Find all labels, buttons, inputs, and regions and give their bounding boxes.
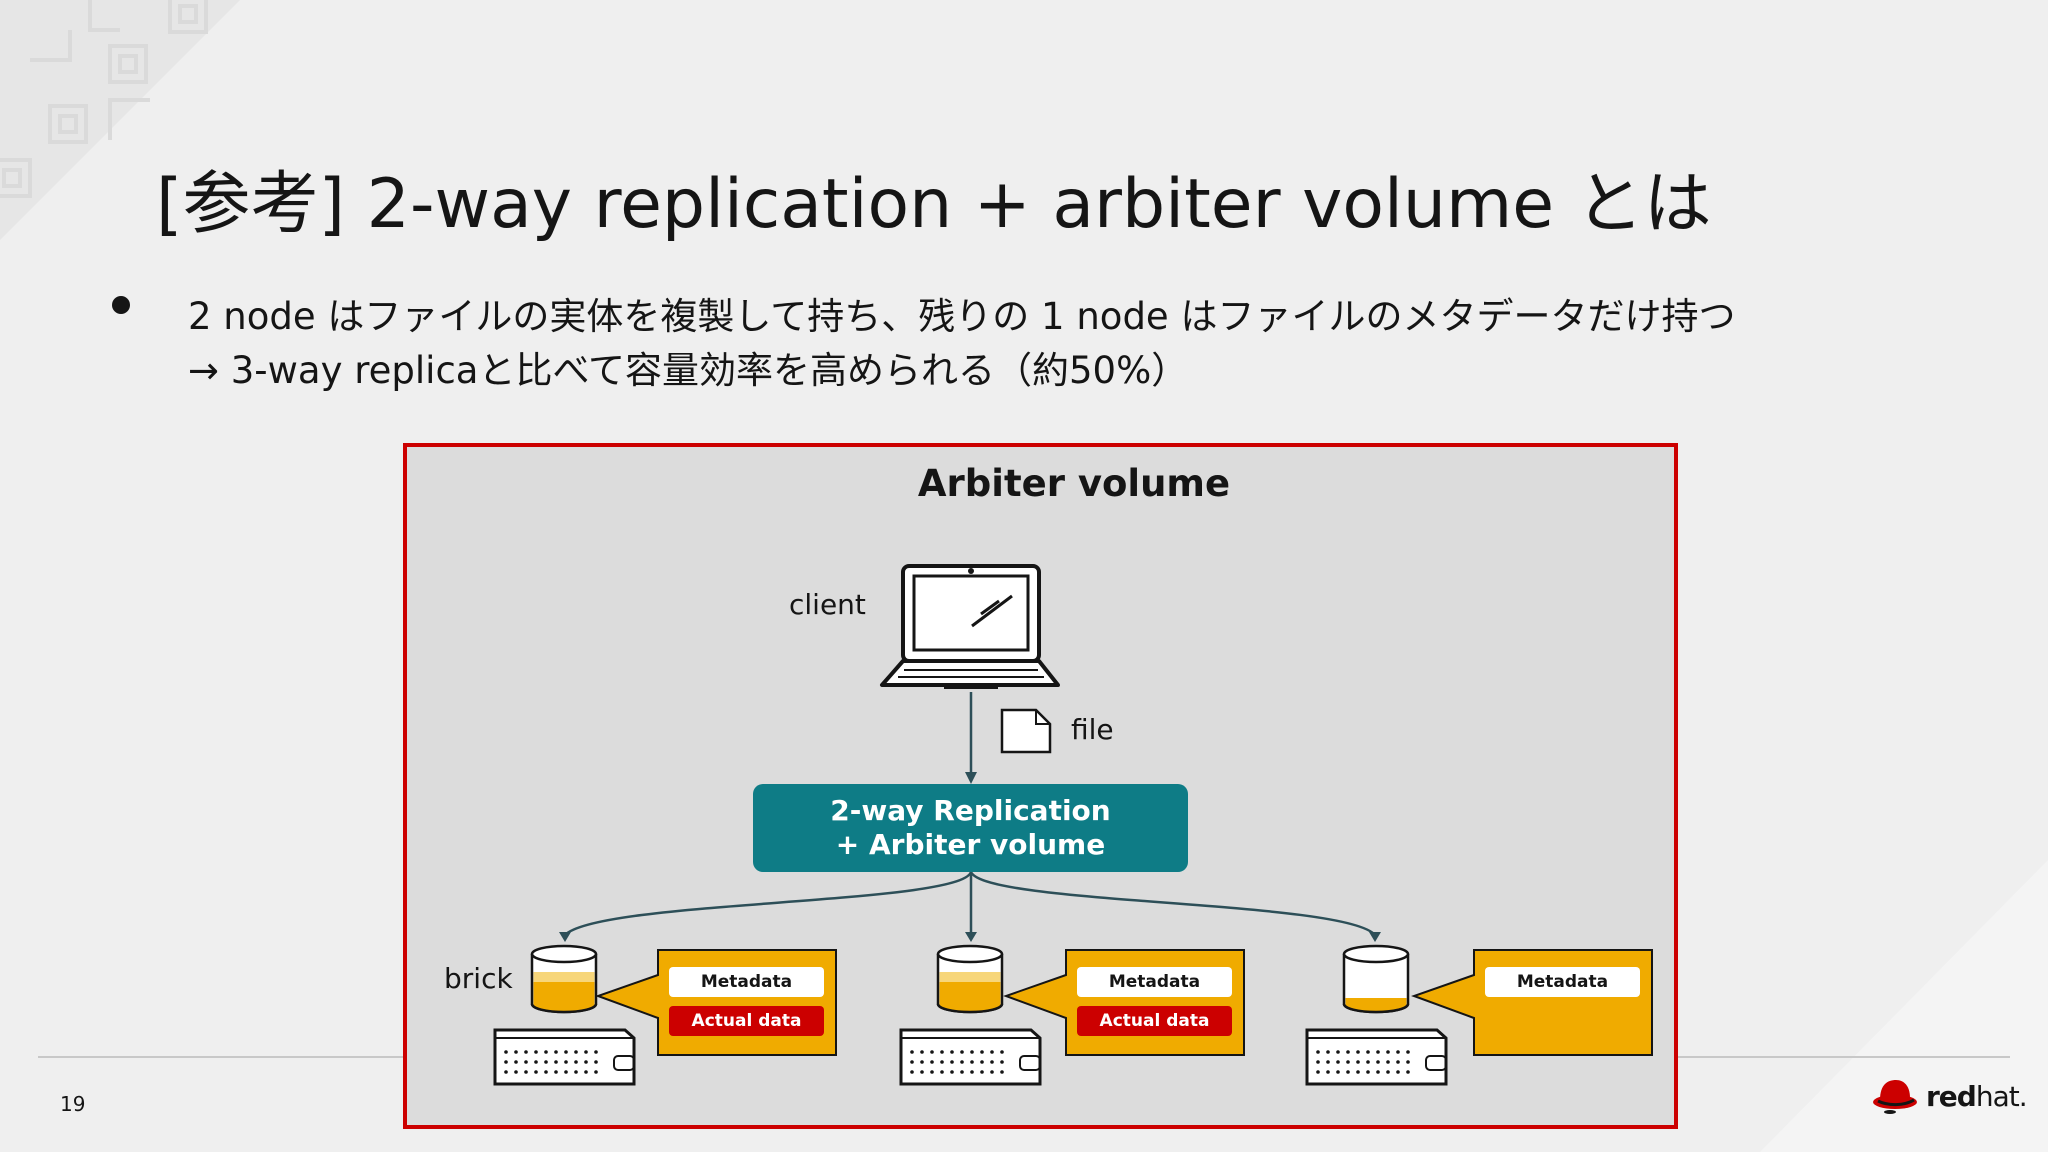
actual-data-label-node2: Actual data xyxy=(1077,1006,1232,1036)
brick-label: brick xyxy=(444,962,513,995)
redhat-logo: redhat. xyxy=(1870,1076,2028,1116)
redhat-shadowman-icon xyxy=(1873,1080,1917,1114)
actual-data-label-node1: Actual data xyxy=(669,1006,824,1036)
metadata-label-node1: Metadata xyxy=(669,967,824,997)
bullet-text-line1: 2 node はファイルの実体を複製して持ち、残りの 1 node はファイルの… xyxy=(188,295,1736,338)
client-label: client xyxy=(789,588,866,621)
file-icon xyxy=(1000,708,1052,754)
metadata-label-node3: Metadata xyxy=(1485,967,1640,997)
page-number: 19 xyxy=(60,1092,86,1116)
slide-title: [参考] 2-way replication + arbiter volume … xyxy=(156,165,1712,244)
laptop-icon xyxy=(880,564,1060,689)
corner-pattern-decoration xyxy=(0,0,240,240)
diagram-title: Arbiter volume xyxy=(917,462,1231,505)
file-label: file xyxy=(1071,713,1114,746)
replication-line1: 2-way Replication xyxy=(830,794,1111,827)
replication-line2: + Arbiter volume xyxy=(835,828,1106,861)
logo-text-light: hat. xyxy=(1975,1079,2028,1113)
logo-text-bold: red xyxy=(1926,1079,1977,1113)
replication-box: 2-way Replication + Arbiter volume xyxy=(753,784,1188,872)
bullet-text-line2: → 3-way replicaと比べて容量効率を高められる（約50%） xyxy=(188,349,1189,392)
metadata-label-node2: Metadata xyxy=(1077,967,1232,997)
bullet-dot xyxy=(112,296,130,314)
